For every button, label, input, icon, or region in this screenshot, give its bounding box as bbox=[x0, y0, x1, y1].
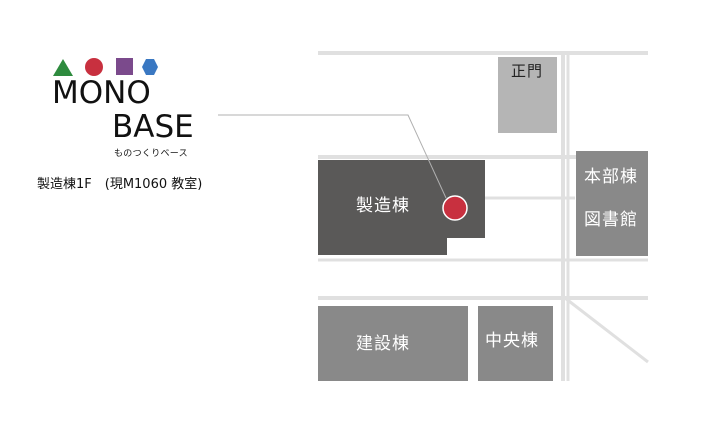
road-diagonal bbox=[564, 296, 649, 364]
logo-text-base: BASE bbox=[112, 109, 194, 145]
library-label: 図書館 bbox=[584, 210, 638, 230]
gate-label: 正門 bbox=[511, 62, 544, 80]
chuo-building bbox=[478, 306, 553, 381]
leader-line bbox=[218, 114, 447, 199]
kensetsu-building bbox=[318, 306, 468, 381]
logo-text-mono: MONO bbox=[52, 75, 151, 111]
logo-subtitle: ものつくりベース bbox=[114, 149, 188, 159]
seizou-label: 製造棟 bbox=[356, 196, 410, 216]
location-marker bbox=[442, 195, 468, 221]
location-caption: 製造棟1F (現M1060 教室) bbox=[37, 177, 203, 192]
kensetsu-label: 建設棟 bbox=[356, 334, 410, 354]
honbu-label: 本部棟 bbox=[584, 167, 638, 187]
chuo-label: 中央棟 bbox=[485, 331, 539, 351]
roads bbox=[318, 51, 649, 381]
seizou-building bbox=[318, 160, 485, 255]
gate-building bbox=[498, 57, 557, 133]
honbu-building bbox=[576, 151, 648, 256]
